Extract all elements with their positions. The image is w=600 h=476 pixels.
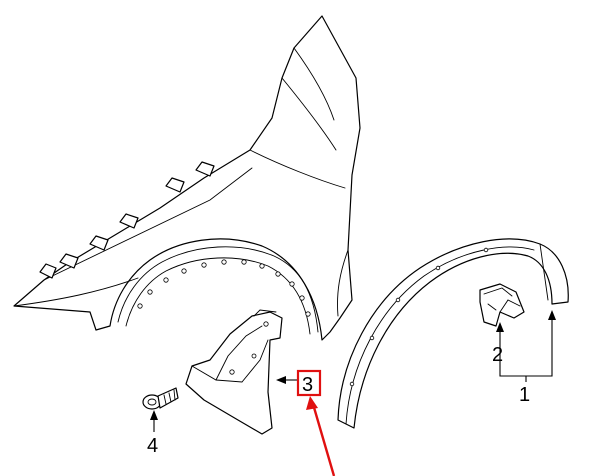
highlight-arrow xyxy=(306,396,336,476)
arch-holes xyxy=(137,259,311,317)
callout-2: 2 xyxy=(492,344,503,366)
clip xyxy=(479,283,525,327)
fender-panel xyxy=(13,15,361,341)
callout-3-highlight-box xyxy=(296,369,322,397)
wheel-opening-molding xyxy=(337,238,569,429)
callout-4: 4 xyxy=(147,435,158,457)
mud-flap xyxy=(185,309,283,435)
leader-lines xyxy=(150,310,556,432)
screw xyxy=(142,387,179,410)
callout-1: 1 xyxy=(519,384,530,406)
callout-3: 3 xyxy=(302,374,313,396)
